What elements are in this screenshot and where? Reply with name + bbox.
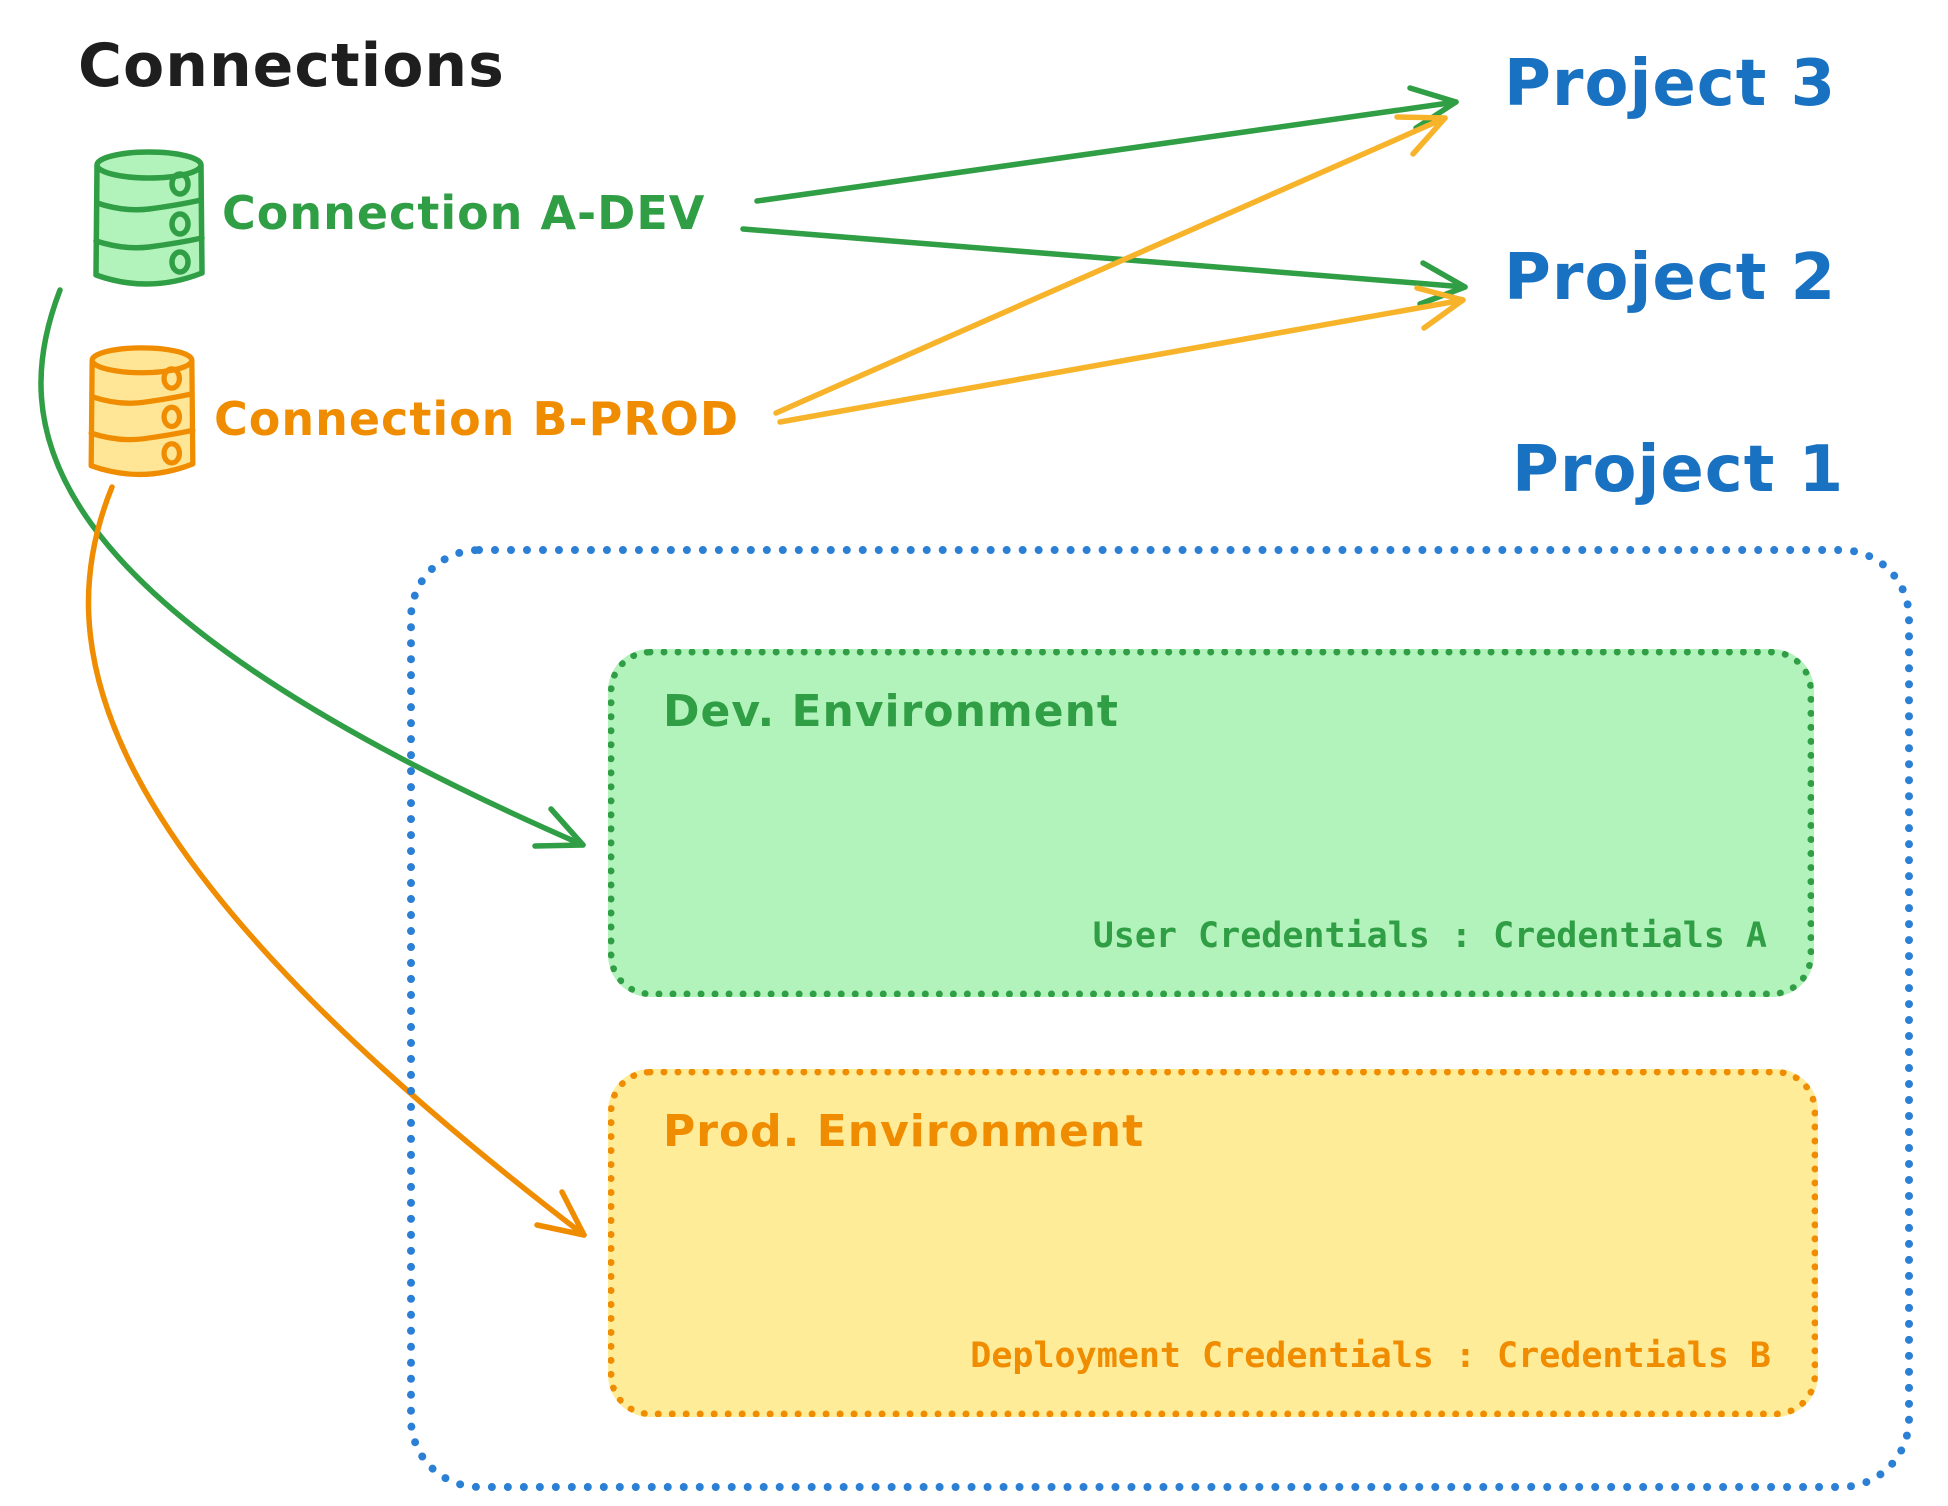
project-3-label: Project 3: [1504, 47, 1837, 121]
connection-a-dev-label: Connection A-DEV: [222, 186, 706, 240]
project-1-container: [407, 546, 1913, 1491]
dev-environment-title: Dev. Environment: [663, 686, 1119, 737]
arrow-b-prod-to-project-3: [773, 114, 1448, 416]
project-2-label: Project 2: [1504, 241, 1837, 315]
prod-environment-credentials: Deployment Credentials : Credentials B: [970, 1336, 1771, 1376]
arrow-b-prod-to-project-2: [777, 285, 1466, 425]
diagram-title: Connections: [78, 31, 505, 101]
project-1-label: Project 1: [1512, 433, 1845, 507]
prod-environment-title: Prod. Environment: [663, 1106, 1145, 1157]
prod-environment-box: Prod. Environment Deployment Credentials…: [608, 1069, 1818, 1417]
connection-b-prod-label: Connection B-PROD: [214, 392, 740, 446]
dev-environment-box: Dev. Environment User Credentials : Cred…: [608, 649, 1814, 997]
arrow-a-dev-to-project-3: [754, 85, 1459, 204]
database-icon: [84, 344, 200, 484]
dev-environment-credentials: User Credentials : Credentials A: [1092, 916, 1767, 956]
arrow-a-dev-to-project-2: [740, 226, 1468, 307]
database-icon: [88, 148, 210, 294]
